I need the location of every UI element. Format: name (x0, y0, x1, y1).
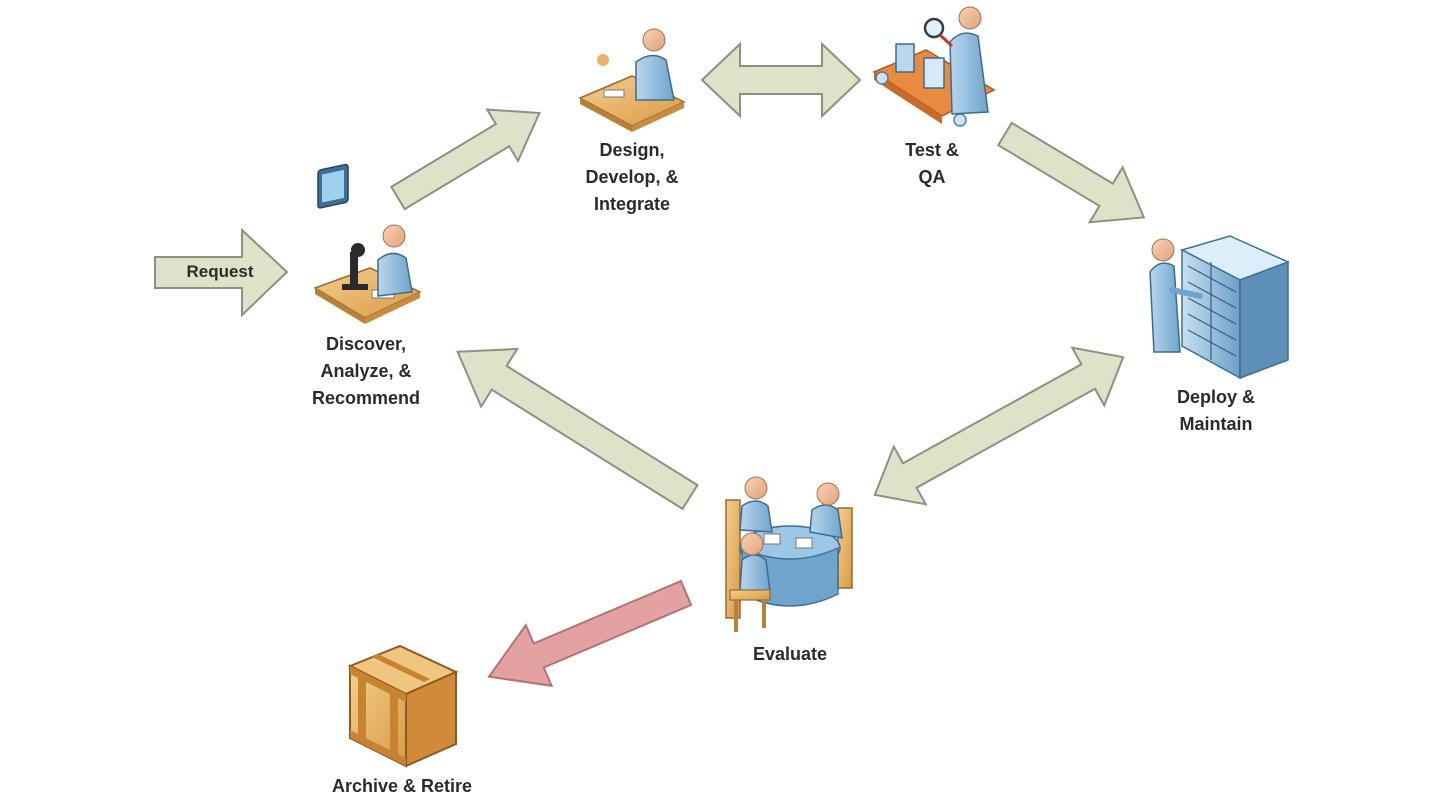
arrow-design-test (700, 41, 862, 119)
qa-inspector-icon (872, 6, 996, 127)
developer-desk-icon (578, 28, 686, 132)
arrow-deploy-evaluate (873, 346, 1125, 506)
arrow-discover-to-design (389, 108, 541, 211)
arrow-test-to-deploy (996, 121, 1146, 224)
meeting-table-icon (725, 476, 853, 632)
crate-icon (347, 644, 459, 768)
discover-label: Discover, Analyze, & Recommend (311, 334, 421, 408)
archive-label: Archive & Retire (331, 776, 473, 796)
arrow-evaluate-to-archive (487, 579, 693, 688)
arrow-evaluate-to-discover (456, 347, 699, 511)
evaluate-label: Evaluate (752, 644, 828, 664)
server-rack-icon (1149, 235, 1290, 380)
request-label: Request (186, 262, 254, 281)
design-label: Design, Develop, & Integrate (585, 140, 679, 214)
analyst-microscope-icon (313, 163, 422, 324)
test-label: Test & QA (905, 140, 959, 187)
deploy-label: Deploy & Maintain (1176, 387, 1256, 434)
request-arrow (154, 227, 289, 318)
